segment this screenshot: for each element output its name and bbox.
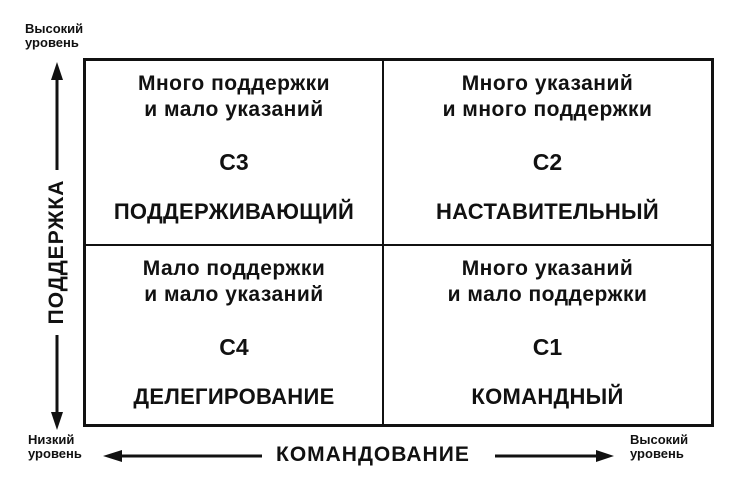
desc-line1: Много указаний — [461, 257, 634, 280]
y-axis-arrow — [51, 62, 63, 430]
desc-line2: и мало указаний — [144, 98, 324, 121]
quadrant-style: ПОДДЕРЖИВАЮЩИЙ — [113, 199, 355, 224]
quadrant-code: С3 — [219, 149, 249, 175]
quadrant-s2: Много указаний и много поддержки С2 НАСТА… — [384, 61, 711, 244]
vertical-divider — [382, 61, 384, 424]
quadrant-s4: Мало поддержки и мало указаний С4 ДЕЛЕГИР… — [86, 246, 382, 429]
desc-line1: Много поддержки — [137, 72, 331, 95]
desc-line1: Мало поддержки — [142, 257, 326, 280]
x-low-line1: Низкий — [28, 432, 75, 447]
quadrant-s1: Много указаний и мало поддержки С1 КОМАНД… — [384, 246, 711, 429]
x-low-line2: уровень — [28, 446, 82, 461]
desc-line2: и мало указаний — [144, 283, 324, 306]
y-high-line2: уровень — [25, 35, 79, 50]
quadrant-style: НАСТАВИТЕЛЬНЫЙ — [435, 199, 659, 224]
quadrant-description: Мало поддержки и мало указаний — [86, 256, 382, 308]
quadrant-description: Много указаний и мало поддержки — [384, 256, 711, 308]
x-high-line1: Высокий — [630, 432, 689, 447]
quadrant-grid: Много поддержки и мало указаний С3 ПОДДЕР… — [83, 58, 714, 427]
desc-line2: и много поддержки — [442, 98, 653, 121]
y-high-line1: Высокий — [25, 21, 84, 36]
desc-line1: Много указаний — [461, 72, 634, 95]
y-axis-high-label: Высокий уровень — [25, 22, 83, 50]
desc-line2: и мало поддержки — [447, 283, 648, 306]
x-axis-low-label: Низкий уровень — [28, 433, 82, 461]
quadrant-s3: Много поддержки и мало указаний С3 ПОДДЕР… — [86, 61, 382, 244]
quadrant-style: ДЕЛЕГИРОВАНИЕ — [133, 384, 335, 409]
horizontal-divider — [86, 244, 711, 246]
x-axis-high-label: Высокий уровень — [630, 433, 688, 461]
y-axis-label: ПОДДЕРЖКА — [45, 179, 68, 325]
x-axis-label: КОМАНДОВАНИЕ — [276, 443, 470, 466]
quadrant-code: С2 — [532, 149, 563, 175]
x-high-line2: уровень — [630, 446, 684, 461]
x-axis-arrow — [103, 450, 614, 462]
quadrant-description: Много указаний и много поддержки — [384, 71, 711, 123]
quadrant-code: С1 — [532, 334, 563, 360]
quadrant-style: КОМАНДНЫЙ — [471, 384, 624, 409]
quadrant-description: Много поддержки и мало указаний — [86, 71, 382, 123]
quadrant-code: С4 — [219, 334, 249, 360]
